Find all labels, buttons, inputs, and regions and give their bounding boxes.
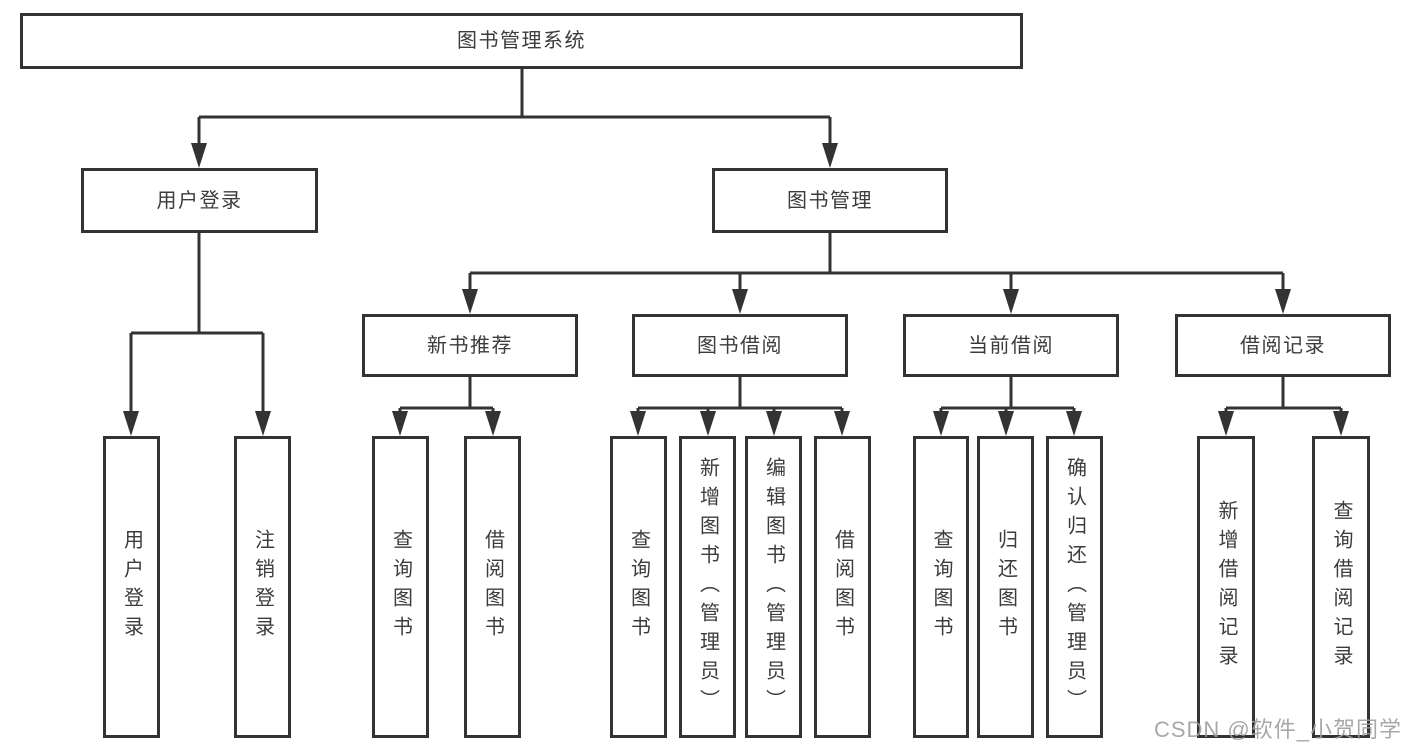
node-borrow-records: 借阅记录 [1175, 314, 1391, 377]
arrowhead [392, 411, 408, 436]
node-user-login: 用户登录 [81, 168, 318, 233]
arrowhead [462, 289, 478, 314]
leaf-newbook-borrow: 借阅图书 [464, 436, 521, 738]
node-label: 图书管理 [787, 189, 873, 212]
edges-root [191, 69, 838, 168]
node-label: 归还图书 [994, 529, 1017, 645]
edges-user-login [123, 233, 271, 436]
arrowhead [123, 411, 139, 436]
node-new-book-recommend: 新书推荐 [362, 314, 578, 377]
arrowhead [1218, 411, 1234, 436]
node-book-borrow: 图书借阅 [632, 314, 848, 377]
edges-current-borrow [933, 377, 1082, 436]
arrowhead [485, 411, 501, 436]
node-label: 查询图书 [627, 529, 650, 645]
edges-book-management [462, 233, 1291, 314]
leaf-borrow-add-admin: 新增图书（管理员） [679, 436, 736, 738]
node-label: 新增借阅记录 [1215, 500, 1237, 674]
node-label: 借阅图书 [481, 529, 504, 645]
node-label: 新增图书（管理员） [696, 456, 719, 718]
leaf-user-login: 用户登录 [103, 436, 160, 738]
arrowhead [766, 411, 782, 436]
csdn-watermark: CSDN @软件_小贺同学 [1153, 717, 1402, 742]
arrowhead [822, 143, 838, 168]
leaf-logout: 注销登录 [234, 436, 291, 738]
arrowhead [700, 411, 716, 436]
arrowhead [1003, 289, 1019, 314]
leaf-current-query: 查询图书 [913, 436, 969, 738]
node-book-management: 图书管理 [712, 168, 948, 233]
arrowhead [834, 411, 850, 436]
arrowhead [191, 143, 207, 168]
node-label: 借阅记录 [1240, 334, 1326, 357]
arrowhead [1066, 411, 1082, 436]
leaf-current-confirm-admin: 确认归还（管理员） [1046, 436, 1103, 738]
node-label: 当前借阅 [968, 334, 1054, 357]
node-root: 图书管理系统 [20, 13, 1023, 69]
node-label: 用户登录 [120, 529, 143, 645]
node-label: 注销登录 [251, 529, 274, 645]
arrowhead [933, 411, 949, 436]
leaf-records-add: 新增借阅记录 [1197, 436, 1255, 738]
node-label: 用户登录 [156, 189, 243, 212]
node-label: 查询图书 [389, 529, 412, 645]
edges-borrow-records [1218, 377, 1349, 436]
arrowhead [1275, 289, 1291, 314]
leaf-current-return: 归还图书 [977, 436, 1034, 738]
leaf-borrow-query: 查询图书 [610, 436, 667, 738]
node-label: 确认归还（管理员） [1063, 456, 1086, 718]
edges-book-borrow [630, 377, 850, 436]
arrowhead [1333, 411, 1349, 436]
leaf-records-query: 查询借阅记录 [1312, 436, 1370, 738]
node-label: 新书推荐 [427, 334, 513, 357]
leaf-borrow-edit-admin: 编辑图书（管理员） [745, 436, 802, 738]
arrowhead [732, 289, 748, 314]
node-label: 查询借阅记录 [1330, 500, 1352, 674]
edges-new-book [392, 377, 501, 436]
arrowhead [630, 411, 646, 436]
arrowhead [255, 411, 271, 436]
node-label: 编辑图书（管理员） [762, 456, 785, 718]
leaf-newbook-query: 查询图书 [372, 436, 429, 738]
node-label: 图书借阅 [697, 334, 783, 357]
node-label: 借阅图书 [831, 529, 854, 645]
arrowhead [998, 411, 1014, 436]
node-current-borrow: 当前借阅 [903, 314, 1119, 377]
node-label: 查询图书 [930, 529, 952, 645]
leaf-borrow-borrow: 借阅图书 [814, 436, 871, 738]
node-label: 图书管理系统 [457, 30, 586, 52]
